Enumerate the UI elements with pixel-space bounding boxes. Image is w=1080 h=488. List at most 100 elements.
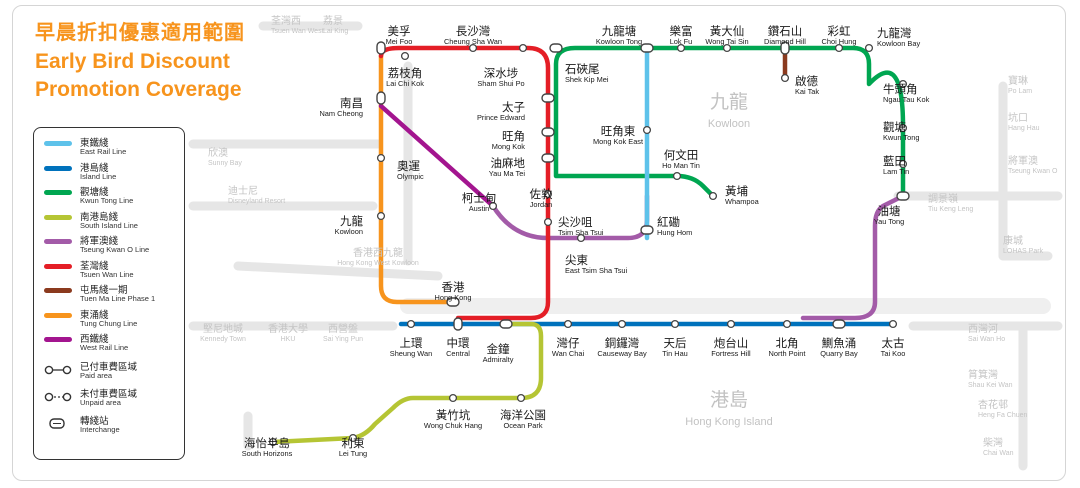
legend-label-zh: 觀塘綫 (80, 187, 109, 198)
faded-station-label-zh: 杏花邨 (978, 398, 1008, 411)
station-label-zh: 啟德 (795, 74, 818, 88)
station-label-en: Lok Fu (670, 37, 693, 46)
station-dot (642, 125, 652, 135)
station-label-en: Wong Tai Sin (705, 37, 748, 46)
legend-label-en: South Island Line (80, 220, 138, 230)
legend-label-zh: 已付車費區域 (80, 362, 138, 373)
legend-swatch (44, 239, 72, 244)
station-label-en: Tai Koo (881, 349, 906, 358)
faded-station-label-zh: 香港大學 (268, 322, 308, 335)
station-label-zh: 藍田 (883, 154, 906, 168)
station-label-en: Yau Ma Tei (489, 169, 526, 178)
station-label-en: North Point (769, 349, 806, 358)
legend-label-en: Unpaid area (80, 398, 121, 407)
station-label-zh: 奧運 (397, 159, 420, 173)
station-label-zh: 柯士甸 (462, 191, 497, 205)
station-dot (726, 319, 736, 329)
station-dot (898, 123, 908, 133)
station-label-zh: 灣仔 (557, 336, 580, 350)
station-label-en: Admiralty (483, 355, 514, 364)
faded-station-label-en: HKU (281, 336, 296, 343)
station-label-en: Kowloon Tong (596, 37, 642, 46)
station-label-zh: 太古 (882, 336, 905, 350)
faded-station-label-en: Po Lam (1008, 88, 1032, 95)
line-tsuen-wan (378, 45, 551, 321)
station-label-zh: 深水埗 (484, 66, 519, 80)
station-dot (780, 73, 790, 83)
station-label-zh: 海洋公園 (500, 408, 546, 422)
legend-label-en: Tung Chung Line (80, 318, 138, 328)
station-label-en: Diamond Hill (764, 37, 806, 46)
station-label-en: Central (446, 349, 470, 358)
faded-station-label-zh: 筲箕灣 (968, 368, 998, 381)
station-label-en: East Tsim Sha Tsui (565, 266, 628, 275)
paid-symbol-icon (44, 365, 72, 375)
interchange-marker-icon (376, 41, 386, 55)
station-label-zh: 上環 (400, 336, 423, 350)
legend-label-zh: 東鐵綫 (80, 138, 109, 149)
faded-station-label-zh: 康城 (1003, 234, 1023, 247)
interchange-marker-icon (499, 319, 513, 329)
faded-station-label-en: Sunny Bay (208, 160, 242, 167)
station-label-zh: 香港 (442, 280, 465, 294)
station-label-en: Sham Shui Po (477, 79, 524, 88)
station-dot (400, 51, 410, 61)
station-label-zh: 尖沙咀 (558, 215, 593, 229)
faded-station-label-en: Tiu Keng Leng (928, 206, 973, 213)
line-tung-chung (378, 53, 456, 305)
station-label-en: Choi Hung (822, 37, 857, 46)
legend-swatch (44, 288, 72, 293)
interchange-marker-icon (453, 317, 463, 331)
station-label-zh: 九龍灣 (877, 26, 912, 40)
station-label-en: Mong Kok (492, 142, 526, 151)
